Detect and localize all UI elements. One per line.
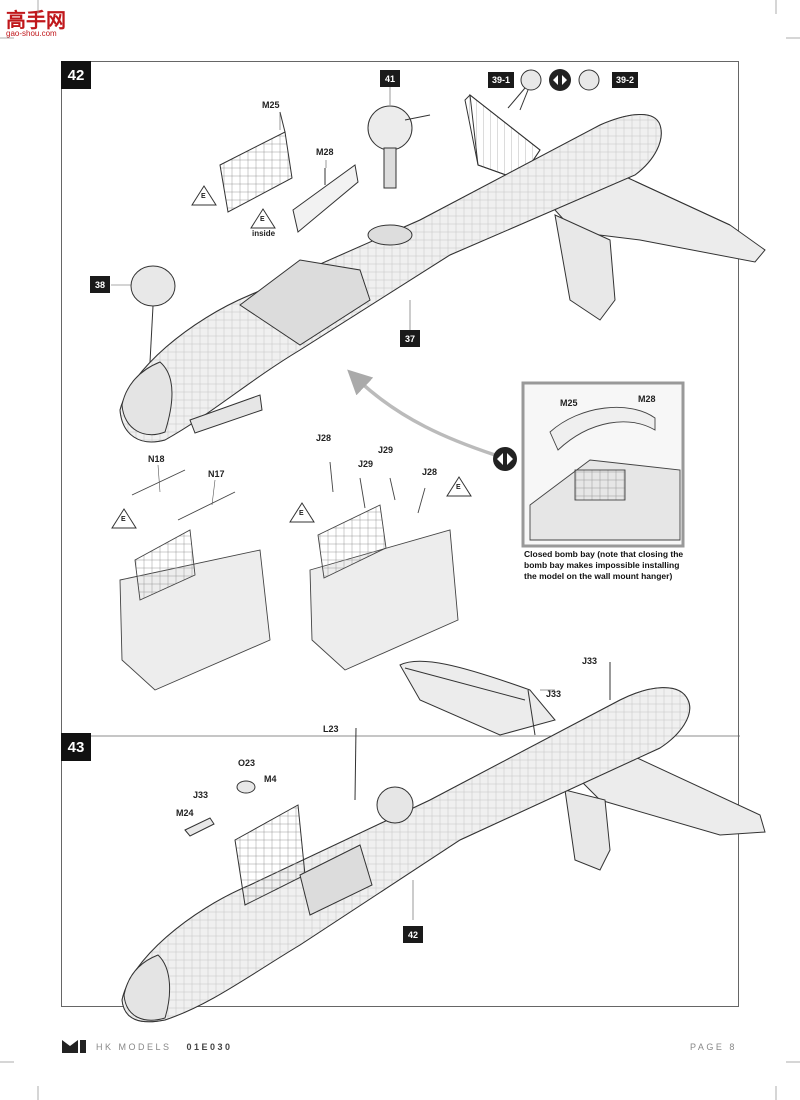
alternate-icon: [493, 447, 517, 471]
subview-left: [119, 469, 271, 691]
label-inside: inside: [252, 229, 276, 238]
flow-arrow: [347, 369, 496, 457]
label-e-2: E: [260, 216, 265, 223]
m25-bomb-door-part: [219, 111, 293, 213]
label-inset-m28: M28: [638, 394, 656, 404]
label-inset-m25: M25: [560, 398, 578, 408]
e-markers: [111, 185, 472, 529]
label-m28: M28: [316, 147, 334, 157]
part-38-turret: [130, 265, 176, 363]
tag-39-2: 39-2: [612, 72, 638, 88]
label-m4: M4: [264, 774, 277, 784]
label-j33-a: J33: [582, 656, 598, 666]
label-l23: L23: [323, 724, 339, 734]
footer-page: PAGE 8: [690, 1042, 737, 1052]
part-41-turret: [367, 105, 431, 189]
step-number-43: 43: [61, 733, 91, 761]
label-n18: N18: [148, 454, 165, 464]
tag-42: 42: [403, 926, 423, 943]
label-m25: M25: [262, 100, 280, 110]
tag-38: 38: [90, 276, 110, 293]
leader-lines: [111, 86, 555, 920]
footer-code: 01E030: [186, 1042, 233, 1052]
label-j29-b: J29: [358, 459, 374, 469]
inset-note-line-3: the model on the wall mount hanger): [524, 571, 673, 581]
inset-illustration: [529, 406, 681, 541]
subview-right: [309, 461, 459, 671]
page-frame: [61, 61, 739, 1007]
watermark-logo: 高手网: [6, 8, 66, 32]
tag-37: 37: [400, 330, 420, 347]
label-n17: N17: [208, 469, 225, 479]
label-e-5: E: [456, 484, 461, 491]
step-number-42: 42: [61, 61, 91, 89]
alternate-icon-39: [549, 69, 571, 91]
footer-brand-text: HK MODELS: [96, 1042, 172, 1052]
tag-41: 41: [380, 70, 400, 87]
label-m24: M24: [176, 808, 194, 818]
step43-parts: [184, 662, 611, 837]
footer-brand: HK MODELS 01E030: [96, 1042, 233, 1052]
tag-39-1: 39-1: [488, 72, 514, 88]
label-j33-b: J33: [546, 689, 562, 699]
inset-note: Closed bomb bay (note that closing the b…: [524, 549, 699, 582]
label-e-4: E: [299, 510, 304, 517]
label-j28-b: J28: [422, 467, 438, 477]
label-e-3: E: [121, 516, 126, 523]
step43-aircraft: [121, 660, 766, 1023]
inset-note-line-2: bomb bay makes impossible installing: [524, 560, 680, 570]
label-o23: O23: [238, 758, 256, 768]
label-e-1: E: [201, 193, 206, 200]
label-j29-a: J29: [378, 445, 394, 455]
watermark-url: gao-shou.com: [6, 29, 57, 38]
label-j28-a: J28: [316, 433, 332, 443]
part-39-antenna: [507, 69, 600, 111]
step42-aircraft: [119, 93, 766, 443]
m28-bomb-door-part: [292, 164, 359, 233]
inset-note-line-1: Closed bomb bay (note that closing the: [524, 549, 684, 559]
label-j33-c: J33: [193, 790, 209, 800]
